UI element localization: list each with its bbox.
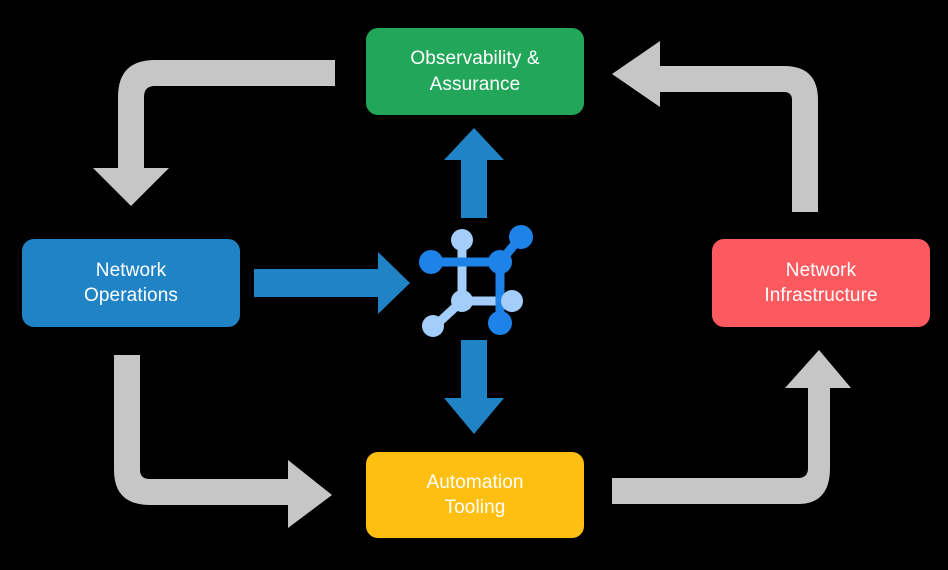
node-box-network-operations[interactable]: Network Operations xyxy=(22,239,240,327)
node-label-network-operations: Network Operations xyxy=(84,259,178,306)
arrow-network-infrastructure-to-observability xyxy=(612,41,818,212)
node-label-automation-tooling: Automation Tooling xyxy=(426,471,524,518)
node-box-network-infrastructure[interactable]: Network Infrastructure xyxy=(712,239,930,327)
arrow-center-to-automation-tooling xyxy=(444,340,504,434)
node-label-observability-assurance: Observability & Assurance xyxy=(410,48,540,95)
arrow-network-operations-to-center xyxy=(254,252,410,314)
arrow-observability-to-network-operations xyxy=(93,60,335,206)
node-label-network-infrastructure: Network Infrastructure xyxy=(764,259,878,306)
node-box-observability-assurance[interactable]: Observability & Assurance xyxy=(366,28,584,115)
arrow-center-to-observability xyxy=(444,128,504,218)
arrow-network-operations-to-automation-tooling xyxy=(114,355,332,528)
network-icon-dark-nodes xyxy=(419,225,533,335)
network-icon-light-nodes xyxy=(422,229,523,337)
node-box-automation-tooling[interactable]: Automation Tooling xyxy=(366,452,584,538)
arrow-automation-tooling-to-network-infrastructure xyxy=(612,350,851,504)
